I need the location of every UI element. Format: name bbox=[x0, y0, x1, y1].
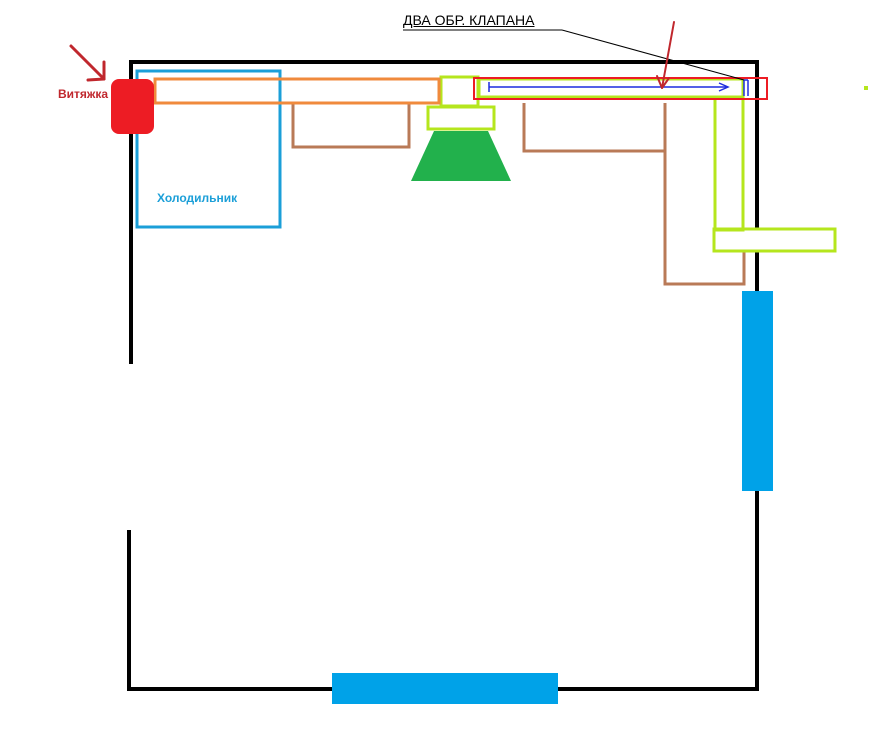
hood-label: Витяжка bbox=[58, 87, 109, 101]
duct-outlet bbox=[712, 227, 837, 253]
duct-vertical-right bbox=[713, 95, 745, 232]
cabinet-corner bbox=[522, 103, 746, 286]
fridge bbox=[135, 69, 282, 229]
check-valves-callout bbox=[403, 29, 745, 81]
duct-top-right bbox=[477, 77, 745, 99]
range-hood bbox=[111, 79, 154, 134]
cabinet-left bbox=[291, 101, 411, 149]
duct-left bbox=[153, 77, 441, 105]
hood-pointer-arrow bbox=[69, 44, 106, 82]
fridge-label: Холодильник bbox=[157, 191, 238, 205]
flow-direction-arrow bbox=[488, 79, 749, 96]
green-dot bbox=[864, 86, 868, 90]
ceiling-lamp bbox=[411, 131, 511, 181]
window-bottom bbox=[332, 673, 558, 704]
fan-box-left bbox=[439, 75, 480, 108]
check-valves-label: ДВА ОБР. КЛАПАНА bbox=[403, 12, 535, 28]
fan-box-lower bbox=[426, 105, 496, 131]
valves-pointer-arrow bbox=[656, 21, 675, 89]
check-valves-frame bbox=[473, 77, 768, 100]
window-right bbox=[742, 291, 773, 491]
